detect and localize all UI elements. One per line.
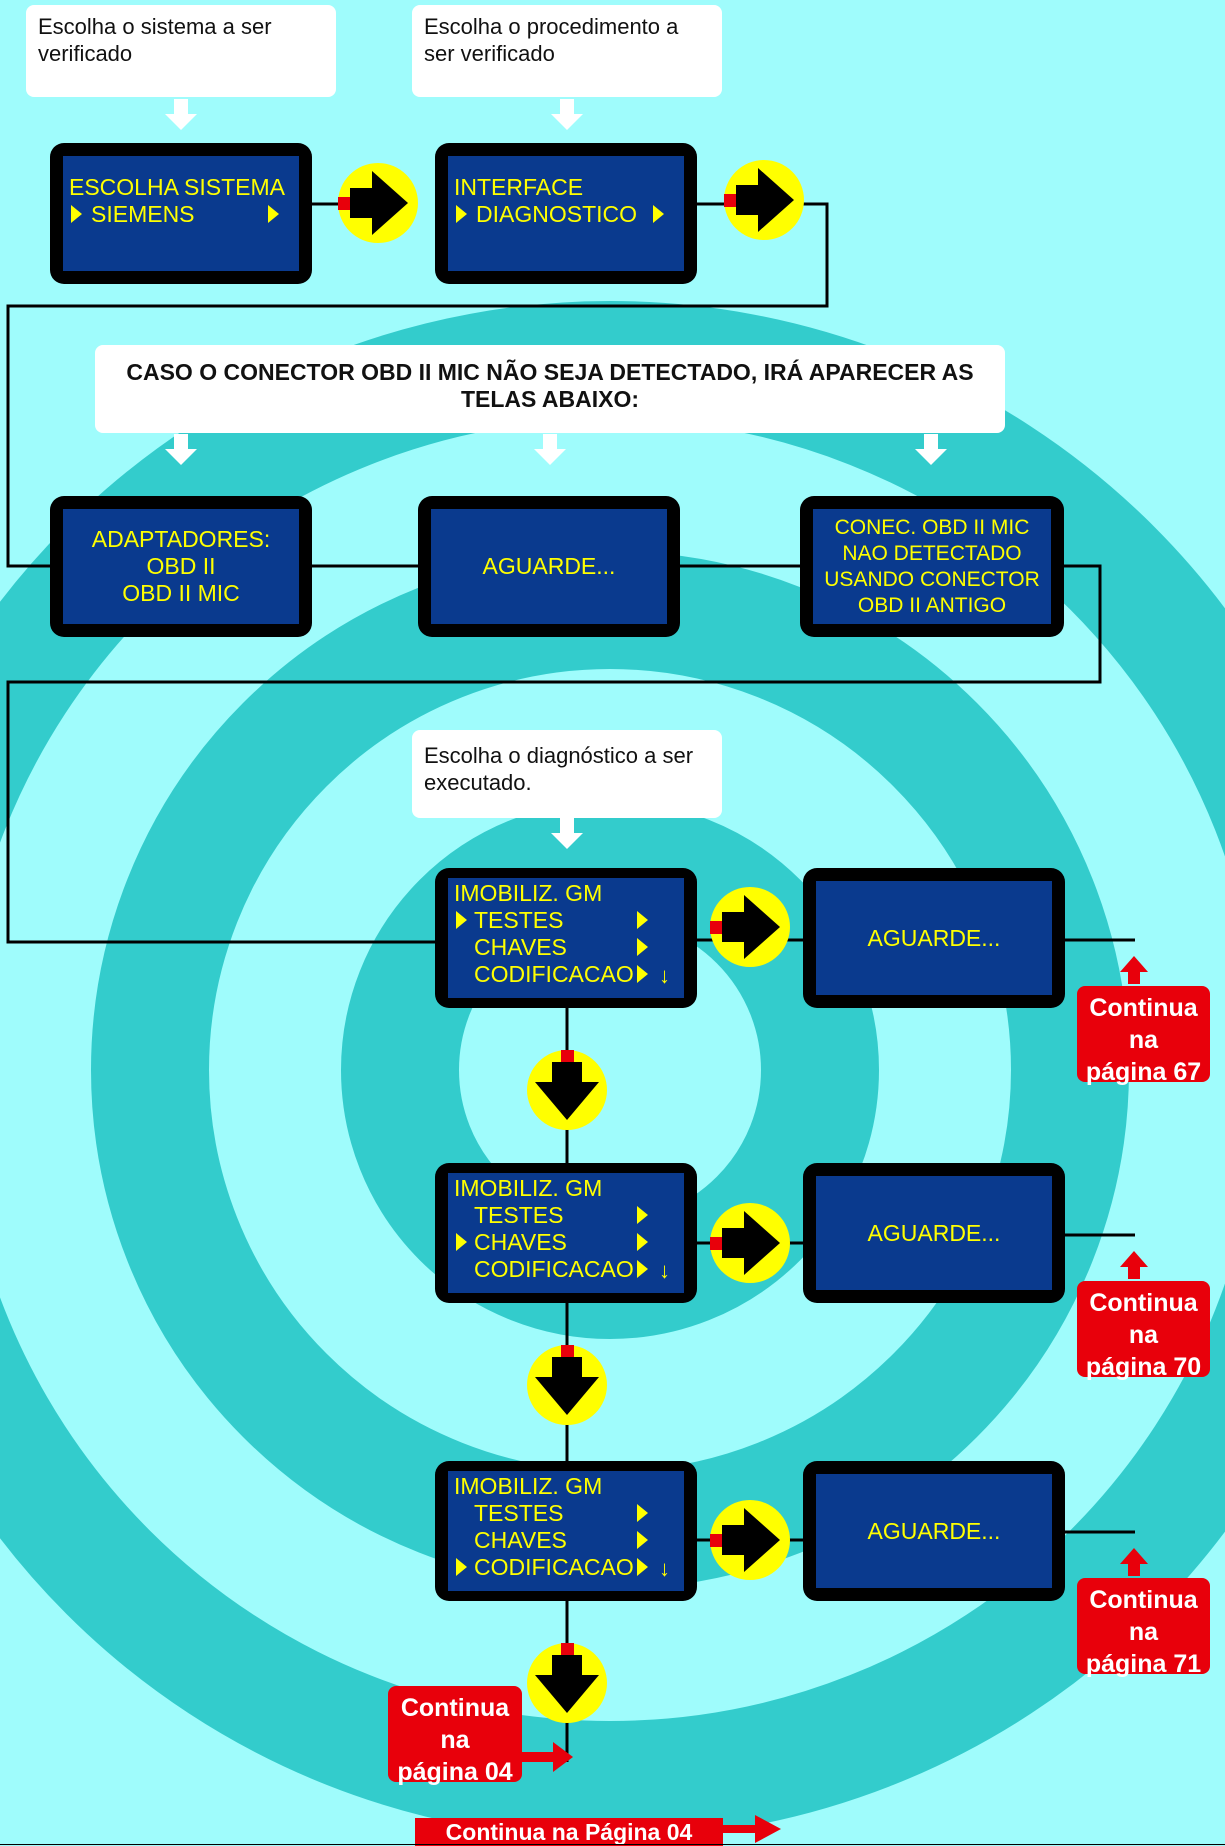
chevron-right-icon xyxy=(637,1260,648,1278)
right-arrow-icon xyxy=(724,160,804,240)
continue-line: Continua na xyxy=(1089,1289,1198,1349)
continue-line: Continua na xyxy=(400,1694,510,1754)
continue-line: página 04 xyxy=(397,1758,513,1786)
cursor-icon xyxy=(456,1233,467,1251)
screen-line: ADAPTADORES: xyxy=(91,526,271,552)
right-arrow-icon xyxy=(710,1500,790,1580)
chevron-right-icon xyxy=(637,1531,648,1549)
down-arrow-icon xyxy=(527,1643,607,1723)
note-choose-diagnostic: Escolha o diagnóstico a ser executado. xyxy=(412,730,722,818)
screen-aguarde: AGUARDE... xyxy=(803,1163,1065,1303)
screen-imobiliz-chaves[interactable]: IMOBILIZ. GM TESTES CHAVES CODIFICACAO ↓ xyxy=(435,1163,697,1303)
menu-item-codificacao[interactable]: CODIFICACAO ↓ xyxy=(474,961,670,988)
screen-conector-nao-detectado: CONEC. OBD II MIC NAO DETECTADO USANDO C… xyxy=(800,496,1064,637)
right-arrow-icon xyxy=(338,163,418,243)
screen-line: ESCOLHA SISTEMA xyxy=(69,174,286,200)
screen-imobiliz-testes[interactable]: IMOBILIZ. GM TESTES CHAVES CODIFICACAO ↓ xyxy=(435,868,697,1008)
note-pointer-arrows xyxy=(165,99,947,849)
cursor-icon xyxy=(456,205,467,223)
chevron-right-icon xyxy=(637,965,648,983)
chevron-right-icon xyxy=(653,205,664,223)
screen-line: CONEC. OBD II MIC xyxy=(834,515,1030,539)
cursor-icon xyxy=(71,205,82,223)
menu-item-testes[interactable]: TESTES xyxy=(454,1500,678,1527)
continue-page-71-link[interactable]: Continua na página 71 xyxy=(1077,1578,1210,1678)
chevron-right-icon xyxy=(637,938,648,956)
menu-item-chaves[interactable]: CHAVES xyxy=(454,1229,678,1256)
scroll-down-icon: ↓ xyxy=(659,1556,670,1581)
screen-line: OBD II xyxy=(146,553,216,579)
screen-aguarde: AGUARDE... xyxy=(803,1461,1065,1601)
screen-line: AGUARDE... xyxy=(482,553,616,579)
screen-title: IMOBILIZ. GM xyxy=(454,880,603,906)
menu-item-codificacao[interactable]: CODIFICACAO ↓ xyxy=(454,1554,678,1581)
continue-line: Continua na xyxy=(1089,1586,1198,1646)
screen-line: AGUARDE... xyxy=(867,1219,1001,1246)
cursor-icon xyxy=(456,911,467,929)
screen-adaptadores[interactable]: ADAPTADORES: OBD II OBD II MIC xyxy=(50,496,312,637)
screen-line: AGUARDE... xyxy=(867,924,1001,951)
menu-item-chaves[interactable]: CHAVES xyxy=(454,1527,678,1554)
right-arrow-icon xyxy=(710,887,790,967)
note-choose-procedure: Escolha o procedimento a ser verificado xyxy=(412,5,722,97)
continue-line: página 71 xyxy=(1085,1650,1202,1678)
screen-title: IMOBILIZ. GM xyxy=(454,1473,603,1499)
menu-item-testes[interactable]: TESTES xyxy=(454,1202,678,1229)
chevron-right-icon xyxy=(637,1504,648,1522)
screen-line: OBD II MIC xyxy=(122,580,240,606)
chevron-right-icon xyxy=(268,205,279,223)
down-arrow-icon xyxy=(527,1050,607,1130)
screen-aguarde: AGUARDE... xyxy=(803,868,1065,1008)
screen-escolha-sistema[interactable]: ESCOLHA SISTEMA SIEMENS xyxy=(50,143,312,284)
screen-title: IMOBILIZ. GM xyxy=(454,1175,603,1201)
down-arrow-icon xyxy=(527,1345,607,1425)
continue-right-arrows xyxy=(521,1742,781,1843)
chevron-right-icon xyxy=(637,1233,648,1251)
continue-page-70-link[interactable]: Continua na página 70 xyxy=(1077,1281,1210,1381)
scroll-down-icon: ↓ xyxy=(659,963,670,988)
menu-item-diagnostico[interactable]: DIAGNOSTICO xyxy=(454,201,678,228)
screen-aguarde: AGUARDE... xyxy=(418,496,680,637)
screen-line: INTERFACE xyxy=(454,174,584,200)
footer-continue-page-04[interactable]: Continua na Página 04 xyxy=(415,1818,723,1846)
chevron-right-icon xyxy=(637,911,648,929)
screen-interface-diagnostico[interactable]: INTERFACE DIAGNOSTICO xyxy=(435,143,697,284)
screen-imobiliz-codificacao[interactable]: IMOBILIZ. GM TESTES CHAVES CODIFICACAO ↓ xyxy=(435,1461,697,1601)
continue-up-arrows xyxy=(1120,956,1148,1576)
menu-item-siemens[interactable]: SIEMENS xyxy=(69,201,293,228)
continue-page-67-link[interactable]: Continua na página 67 xyxy=(1077,986,1210,1086)
screen-line: OBD II ANTIGO xyxy=(857,593,1007,617)
continue-line: página 67 xyxy=(1085,1058,1202,1086)
menu-item-codificacao[interactable]: CODIFICACAO ↓ xyxy=(474,1256,670,1283)
chevron-right-icon xyxy=(637,1206,648,1224)
menu-item-testes[interactable]: TESTES xyxy=(454,907,678,934)
chevron-right-icon xyxy=(637,1558,648,1576)
scroll-down-icon: ↓ xyxy=(659,1258,670,1283)
menu-item-chaves[interactable]: CHAVES xyxy=(454,934,678,961)
note-connector-not-detected: CASO O CONECTOR OBD II MIC NÃO SEJA DETE… xyxy=(95,345,1005,433)
continue-page-04-link[interactable]: Continua na página 04 xyxy=(388,1686,522,1786)
cursor-icon xyxy=(456,1558,467,1576)
right-arrow-icon xyxy=(710,1203,790,1283)
continue-line: página 70 xyxy=(1085,1353,1202,1381)
note-choose-system: Escolha o sistema a ser verificado xyxy=(26,5,336,97)
screen-line: USANDO CONECTOR xyxy=(824,567,1040,591)
screen-line: AGUARDE... xyxy=(867,1517,1001,1544)
continue-line: Continua na xyxy=(1089,994,1198,1054)
screen-line: NAO DETECTADO xyxy=(842,541,1022,565)
